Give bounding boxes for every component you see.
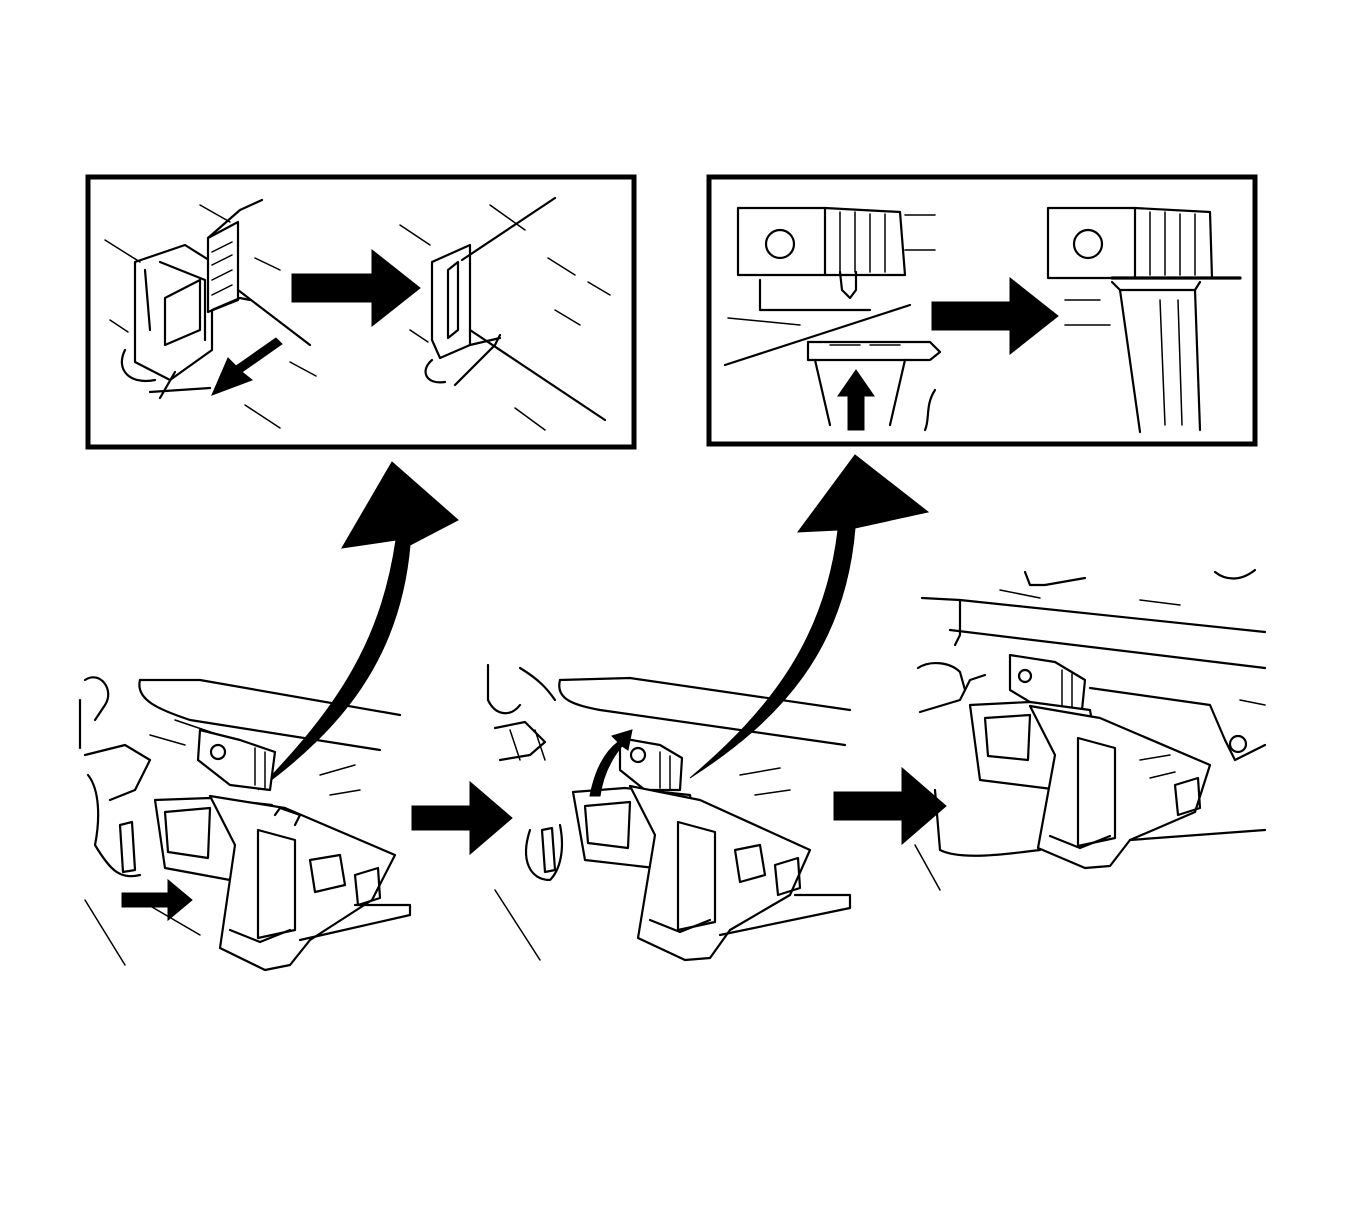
detail2-step-arrow [931, 276, 1059, 356]
tab-slot-before-illustration [104, 198, 317, 429]
push-direction-arrow [211, 337, 283, 396]
step-2-illustration [486, 663, 852, 962]
detail-view-tab-engagement [85, 174, 637, 450]
callout-arrow-1 [257, 461, 459, 791]
step-1-to-2-arrow [411, 780, 513, 856]
detail-view-lock-engagement [706, 174, 1258, 447]
slide-in-arrow [121, 878, 193, 922]
tab-slot-after-illustration [399, 196, 611, 431]
up-push-arrow [837, 369, 875, 431]
detail-frame-1 [85, 174, 637, 450]
step-1-illustration [78, 676, 412, 972]
rotate-up-arrow [589, 729, 633, 797]
detail1-step-arrow [291, 248, 421, 328]
callout-arrow-2 [689, 454, 930, 779]
step-2-to-3-arrow [833, 766, 947, 846]
step-3-illustration [914, 568, 1267, 891]
lock-after-illustration [1046, 206, 1242, 434]
lock-before-illustration [723, 206, 942, 432]
